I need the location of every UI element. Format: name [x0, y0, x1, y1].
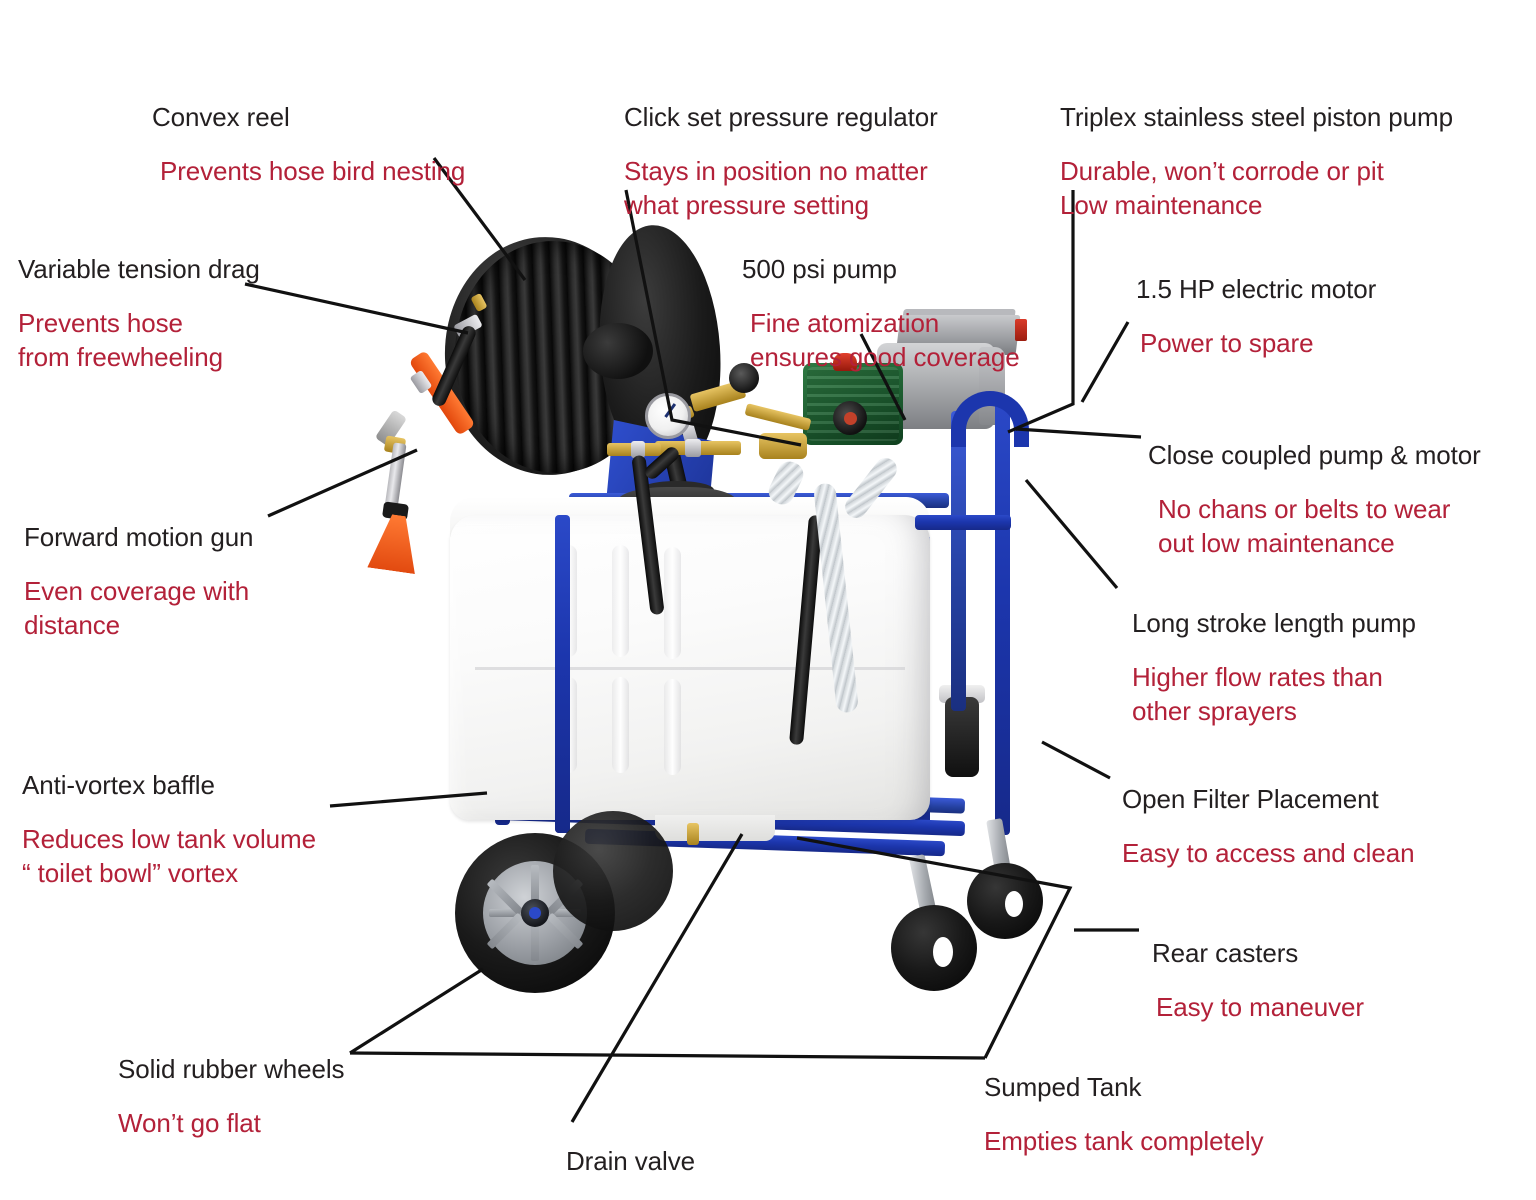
callout-title: Triplex stainless steel piston pump: [1060, 101, 1453, 132]
callout-benefit: Reduces low tank volume “ toilet bowl” v…: [22, 824, 316, 889]
frame-post-front-left-overlay: [555, 515, 570, 833]
callout-title: Forward motion gun: [24, 521, 254, 552]
callout-title: 1.5 HP electric motor: [1136, 273, 1377, 304]
callout-long-stroke-length-pump: Long stroke length pump Higher flow rate…: [1132, 586, 1416, 750]
callout-sumped-tank: Sumped Tank Empties tank completely: [984, 1050, 1264, 1180]
handle-cross-brace: [915, 515, 1011, 530]
wheel-spoke-4: [535, 909, 581, 917]
wheel-spoke-3: [489, 909, 535, 917]
callout-benefit: Won’t go flat: [118, 1108, 261, 1139]
pump-sight-glass-center: [844, 412, 857, 425]
callout-title: Anti-vortex baffle: [22, 769, 215, 800]
callout-title: Variable tension drag: [18, 253, 260, 284]
caster-cutout-far: [1005, 891, 1023, 917]
handle-upright-right: [995, 395, 1010, 835]
callout-benefit: Prevents hose bird nesting: [160, 156, 466, 187]
front-wheel-axle-dot: [529, 907, 541, 919]
pump-inlet-pipe: [744, 403, 812, 431]
callout-title: 500 psi pump: [742, 253, 897, 284]
callout-benefit: Empties tank completely: [984, 1126, 1264, 1157]
callout-title: Open Filter Placement: [1122, 783, 1379, 814]
spray-gun-lance: [384, 442, 407, 510]
tank-rib-2: [612, 545, 629, 657]
wheel-spoke-1: [531, 865, 539, 911]
callout-benefit: Prevents hose from freewheeling: [18, 308, 223, 373]
callout-title: Drain valve: [566, 1145, 695, 1176]
handle-upright-inner: [951, 411, 966, 711]
tank-sump: [655, 815, 775, 841]
tank-rib-5: [612, 677, 629, 773]
callout-convex-reel: Convex reel Prevents hose bird nesting: [152, 80, 465, 210]
callout-title: Close coupled pump & motor: [1148, 439, 1481, 470]
callout-drain-valve: Drain valve Easy to empty the tank: [566, 1124, 828, 1200]
callout-500-psi-pump: 500 psi pump Fine atomization ensures go…: [742, 232, 1020, 396]
callout-benefit: Easy to maneuver: [1156, 992, 1364, 1023]
tank-mold-seam: [475, 667, 905, 670]
callout-rear-casters: Rear casters Easy to maneuver: [1148, 916, 1364, 1046]
manifold-union: [685, 439, 701, 457]
callout-open-filter-placement: Open Filter Placement Easy to access and…: [1122, 762, 1415, 892]
pump-oil-cap: [833, 353, 857, 371]
callout-benefit: Power to spare: [1140, 328, 1314, 359]
leader-wheels-to-tank: [349, 1051, 986, 1060]
callout-title: Long stroke length pump: [1132, 607, 1416, 638]
callout-electric-motor: 1.5 HP electric motor Power to spare: [1132, 252, 1376, 382]
gun-flare-nozzle: [367, 512, 422, 574]
callout-anti-vortex-baffle: Anti-vortex baffle Reduces low tank volu…: [22, 748, 316, 912]
callout-benefit: Fine atomization ensures good coverage: [750, 308, 1020, 373]
callout-title: Solid rubber wheels: [118, 1053, 345, 1084]
drain-valve-fitting: [687, 823, 699, 845]
rear-wheel-tire: [553, 811, 673, 931]
wheel-spoke-2: [531, 915, 539, 961]
callout-benefit: No chans or belts to wear out low mainte…: [1158, 494, 1451, 559]
callout-title: Click set pressure regulator: [624, 101, 938, 132]
callout-close-coupled-pump-motor: Close coupled pump & motor No chans or b…: [1148, 418, 1481, 582]
callout-solid-rubber-wheels: Solid rubber wheels Won’t go flat: [118, 1032, 345, 1162]
callout-forward-motion-gun: Forward motion gun Even coverage with di…: [24, 500, 254, 664]
reel-hub: [583, 323, 653, 379]
pump-outlet-fitting: [759, 433, 807, 459]
callout-benefit: Even coverage with distance: [24, 576, 250, 641]
callout-title: Rear casters: [1152, 937, 1299, 968]
tank-rib-3: [664, 547, 681, 659]
tank-rib-6: [664, 679, 681, 775]
callout-benefit: Durable, won’t corrode or pit Low mainte…: [1060, 156, 1384, 221]
callout-benefit: Easy to access and clean: [1122, 838, 1415, 869]
callout-click-set-pressure-regulator: Click set pressure regulator Stays in po…: [624, 80, 938, 244]
callout-title: Convex reel: [152, 101, 290, 132]
callout-triplex-piston-pump: Triplex stainless steel piston pump Dura…: [1060, 80, 1453, 244]
caster-cutout-rear: [933, 937, 953, 967]
callout-title: Sumped Tank: [984, 1071, 1142, 1102]
callout-benefit: Stays in position no matter what pressur…: [624, 156, 928, 221]
callout-benefit: Higher flow rates than other sprayers: [1132, 662, 1383, 727]
callout-variable-tension-drag: Variable tension drag Prevents hose from…: [18, 232, 260, 396]
